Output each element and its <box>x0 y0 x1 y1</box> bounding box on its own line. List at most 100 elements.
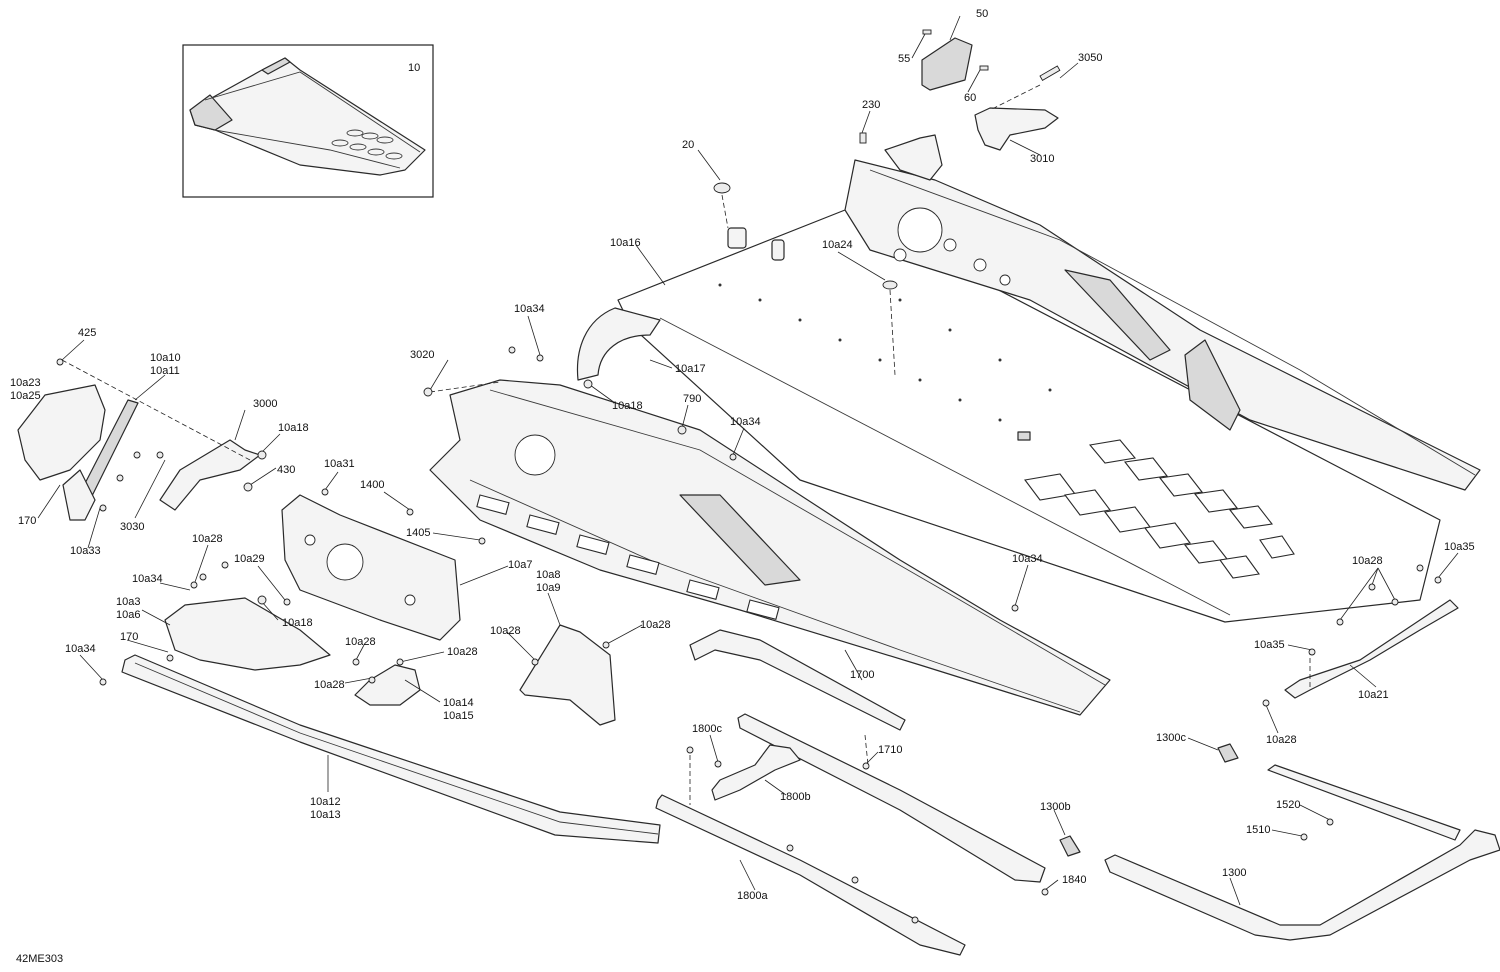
callout: 10a34 <box>1012 553 1043 565</box>
callout: 10a34 <box>514 303 545 315</box>
hardware-fasteners <box>56 346 1442 924</box>
bracket-3000 <box>159 439 261 511</box>
steering-post-mount <box>727 227 747 249</box>
screw-60-icon <box>979 65 989 71</box>
bracket-1800b <box>711 744 801 801</box>
callout: 230 <box>862 99 880 111</box>
callout: 10a29 <box>234 553 265 565</box>
callout: 1800c <box>692 723 722 735</box>
callout: 10a7 <box>508 559 532 571</box>
bracket-10a14 <box>354 664 421 706</box>
callout: 10a28 <box>192 533 223 545</box>
callout: 1840 <box>1062 874 1086 886</box>
callout: 10a35 <box>1254 639 1285 651</box>
callout: 3020 <box>410 349 434 361</box>
callout: 425 <box>78 327 96 339</box>
callout: 1405 <box>406 527 430 539</box>
bracket-10a3 <box>164 597 331 671</box>
diagram-id: 42ME303 <box>16 953 63 965</box>
inset-label: 10 <box>408 62 420 74</box>
inset-frame <box>182 44 434 198</box>
clip-1300b <box>1059 835 1081 857</box>
callout: 10a35 <box>1444 541 1475 553</box>
callout: 430 <box>277 464 295 476</box>
callout: 1300b <box>1040 801 1071 813</box>
callout: 3030 <box>120 521 144 533</box>
callout: 10a24 <box>822 239 853 251</box>
callout: 10a17 <box>675 363 706 375</box>
callout: 1710 <box>878 744 902 756</box>
callout: 790 <box>683 393 701 405</box>
callout: 10a21 <box>1358 689 1389 701</box>
callout: 10a28 <box>640 619 671 631</box>
callout: 10a25 <box>10 390 41 402</box>
callout: 1400 <box>360 479 384 491</box>
callout: 10a13 <box>310 809 341 821</box>
bumper-1300 <box>1104 829 1500 941</box>
callout: 10a10 <box>150 352 181 364</box>
callout: 1800b <box>780 791 811 803</box>
callout: 10a28 <box>1266 734 1297 746</box>
rail-1700 <box>689 629 906 731</box>
bracket-10a8 <box>519 624 616 726</box>
bolt-230-icon <box>859 132 867 144</box>
callout: 10a34 <box>132 573 163 585</box>
callout: 170 <box>120 631 138 643</box>
callout: 10a9 <box>536 582 560 594</box>
leader-lines <box>37 15 1459 906</box>
callout: 60 <box>964 92 976 104</box>
bracket-3010 <box>974 107 1059 151</box>
bar-10a21 <box>1284 599 1459 699</box>
callout: 10a14 <box>443 697 474 709</box>
rail-1800a <box>655 794 966 956</box>
callout: 10a6 <box>116 609 140 621</box>
mount-bracket-top <box>884 134 943 181</box>
callout: 1300 <box>1222 867 1246 879</box>
callout: 10a15 <box>443 710 474 722</box>
callout: 10a8 <box>536 569 560 581</box>
callout: 10a28 <box>447 646 478 658</box>
bolt-3050-icon <box>1039 65 1061 81</box>
clip-1300c <box>1217 743 1239 763</box>
callout: 3010 <box>1030 153 1054 165</box>
tunnel-assembly <box>429 159 1481 716</box>
callout: 10a16 <box>610 237 641 249</box>
callout: 10a34 <box>730 416 761 428</box>
callout: 10a28 <box>490 625 521 637</box>
callout: 3050 <box>1078 52 1102 64</box>
callout: 10a18 <box>282 617 313 629</box>
bumper-1300-upper <box>1267 764 1461 841</box>
callout: 20 <box>682 139 694 151</box>
callout: 10a18 <box>278 422 309 434</box>
callout: 1700 <box>850 669 874 681</box>
callout: 10a31 <box>324 458 355 470</box>
callout: 10a28 <box>1352 555 1383 567</box>
grommet-20-icon <box>713 182 731 194</box>
callout: 1510 <box>1246 824 1270 836</box>
panel-10a23 <box>17 384 106 481</box>
callout: 170 <box>18 515 36 527</box>
callout: 10a34 <box>65 643 96 655</box>
inset-overview: 10 <box>182 44 434 198</box>
callout: 55 <box>898 53 910 65</box>
tunnel-front-cap <box>576 307 661 381</box>
plate-10a31 <box>281 494 461 641</box>
callout: 3000 <box>253 398 277 410</box>
inset-tunnel-drawing <box>189 57 426 176</box>
callout: 1520 <box>1276 799 1300 811</box>
callout: 10a28 <box>345 636 376 648</box>
plate-50 <box>921 37 973 91</box>
screw-55-icon <box>922 29 932 35</box>
callout: 10a12 <box>310 796 341 808</box>
bar-lower-170 <box>62 469 96 521</box>
grommet-10a24-icon <box>882 280 898 290</box>
callout: 10a18 <box>612 400 643 412</box>
tunnel-vent-slots <box>1024 439 1295 579</box>
callout: 1300c <box>1156 732 1186 744</box>
callout: 10a3 <box>116 596 140 608</box>
callout: 10a11 <box>150 365 180 377</box>
callout: 10a23 <box>10 377 41 389</box>
callout: 10a28 <box>314 679 345 691</box>
callout-labels: 50 55 60 3050 3010 230 20 10a16 10a24 10… <box>10 8 1475 902</box>
